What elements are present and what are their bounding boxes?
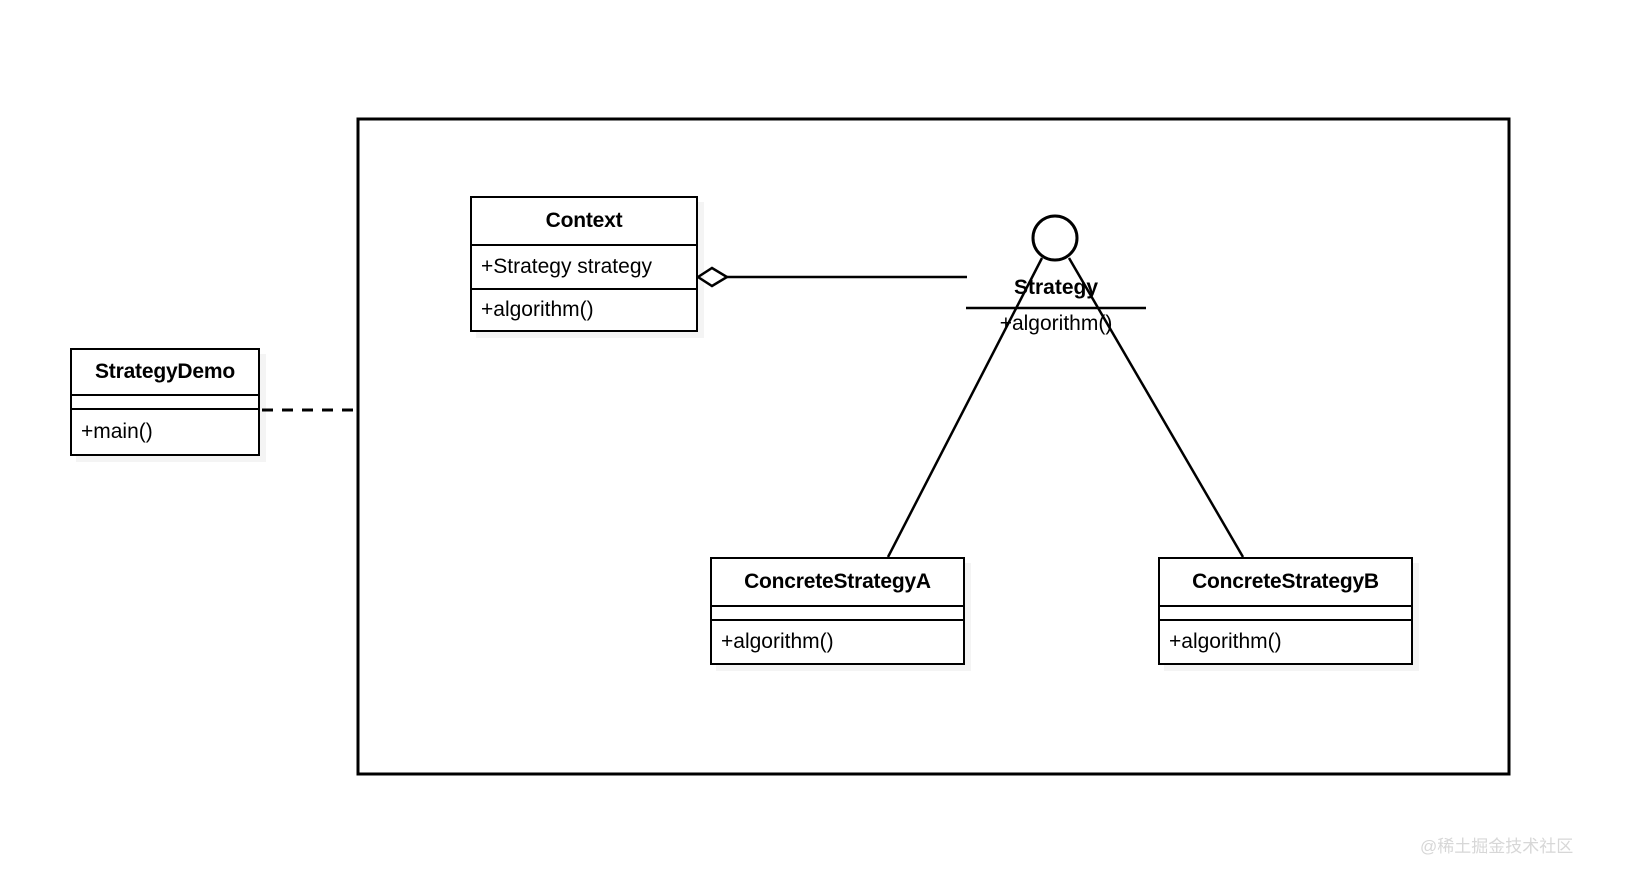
interface-method-strategy-algorithm: +algorithm() [999, 312, 1113, 335]
class-method-concrete-strategy-a-algorithm: +algorithm() [712, 619, 963, 663]
class-box-concrete-strategy-b[interactable]: ConcreteStrategyB +algorithm() [1158, 557, 1413, 665]
aggregation-diamond-icon [695, 266, 730, 288]
interface-node-strategy[interactable]: Strategy +algorithm() [966, 196, 1146, 341]
class-box-strategydemo[interactable]: StrategyDemo +main() [70, 348, 260, 456]
interface-name-strategy: Strategy [1013, 276, 1099, 299]
class-attributes-concrete-strategy-b [1160, 605, 1411, 619]
class-method-strategydemo-main: +main() [72, 408, 258, 454]
class-method-concrete-strategy-b-algorithm: +algorithm() [1160, 619, 1411, 663]
class-method-context-algorithm: +algorithm() [472, 288, 696, 330]
class-attributes-concrete-strategy-a [712, 605, 963, 619]
class-attribute-context-strategy: +Strategy strategy [472, 244, 696, 288]
class-title-concrete-strategy-b: ConcreteStrategyB [1192, 570, 1379, 593]
class-title-strategydemo: StrategyDemo [95, 360, 235, 383]
class-title-context: Context [545, 209, 623, 232]
interface-circle-icon [1031, 214, 1079, 262]
class-attributes-strategydemo [72, 394, 258, 408]
watermark-text: @稀土掘金技术社区 [1420, 837, 1574, 856]
class-box-context[interactable]: Context +Strategy strategy +algorithm() [470, 196, 698, 332]
class-title-concrete-strategy-a: ConcreteStrategyA [744, 570, 931, 593]
class-box-concrete-strategy-a[interactable]: ConcreteStrategyA +algorithm() [710, 557, 965, 665]
package-boundary-rect [356, 117, 1511, 776]
